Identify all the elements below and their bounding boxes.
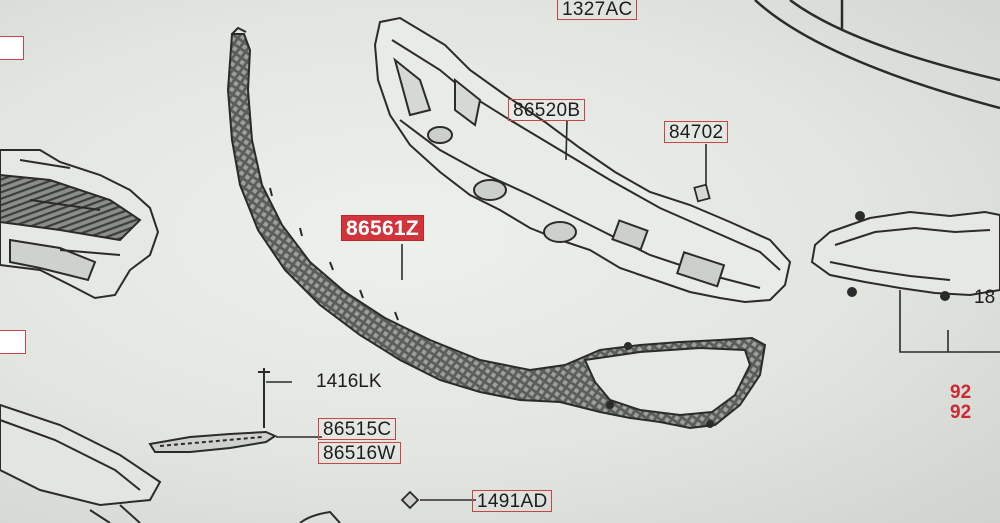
leader-lines	[266, 120, 1000, 501]
part-label-86516W[interactable]: 86516W	[318, 442, 401, 464]
part-label-1491AD[interactable]: 1491AD	[472, 490, 553, 512]
left-shroud-part	[0, 149, 160, 300]
clip-part	[400, 490, 420, 510]
lower-grille-part	[226, 26, 767, 430]
fog-lamp-bezel	[810, 210, 1000, 301]
bumper-absorber	[373, 16, 792, 304]
part-label-92-partial-1[interactable]: 92	[950, 382, 972, 403]
part-label-86561Z[interactable]: 86561Z	[341, 215, 425, 241]
edge-label-box-1	[0, 36, 24, 60]
edge-label-box-2	[0, 330, 26, 354]
part-label-86515C[interactable]: 86515C	[318, 418, 397, 440]
part-label-92-partial-2[interactable]: 92	[950, 402, 972, 423]
garnish-molding-part	[148, 430, 278, 453]
left-lower-part	[0, 403, 341, 523]
part-label-84702[interactable]: 84702	[664, 121, 729, 143]
small-bracket-part	[693, 183, 711, 203]
part-label-1327AC[interactable]: 1327AC	[557, 0, 638, 20]
bolt-part	[258, 368, 270, 428]
bumper-outline	[754, 0, 1000, 110]
part-label-18-partial[interactable]: 18	[974, 287, 996, 308]
part-label-86520B[interactable]: 86520B	[508, 99, 586, 121]
part-label-1416LK[interactable]: 1416LK	[316, 371, 382, 392]
